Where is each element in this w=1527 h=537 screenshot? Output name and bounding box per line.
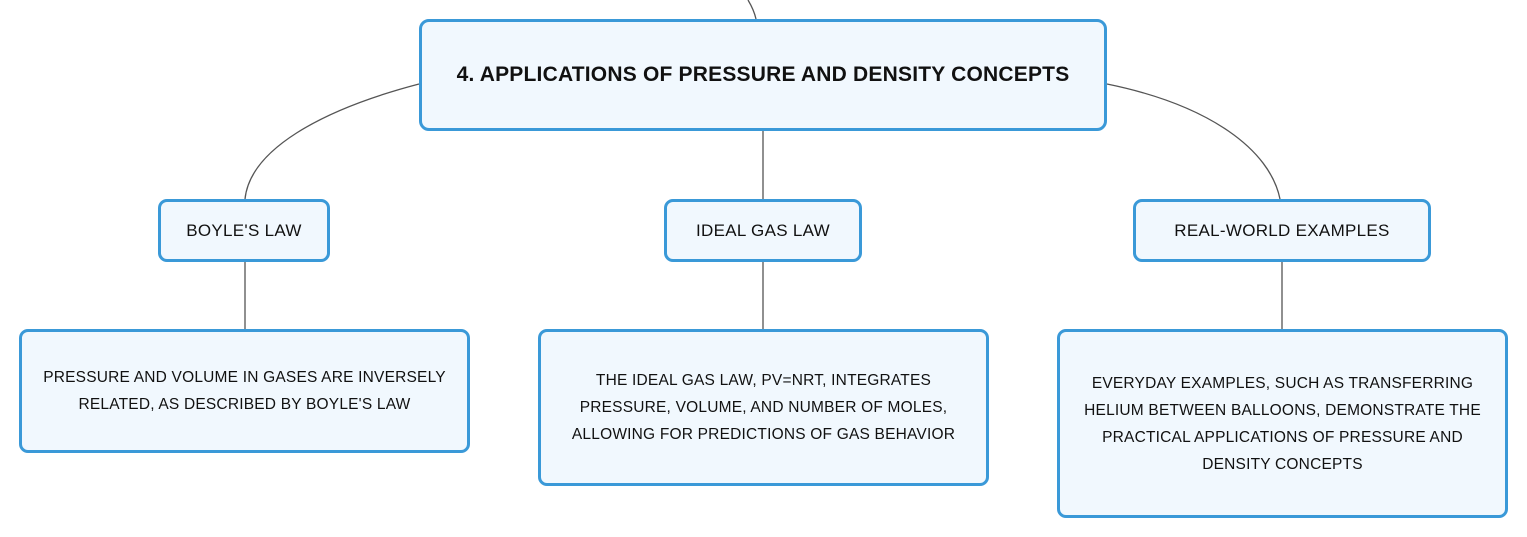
branch-node-label: BOYLE'S LAW bbox=[186, 220, 302, 240]
detail-node-text: EVERYDAY EXAMPLES, SUCH AS TRANSFERRING … bbox=[1084, 374, 1481, 473]
branch-node-real-world-examples[interactable]: REAL-WORLD EXAMPLES bbox=[1133, 199, 1431, 262]
detail-node-text: PRESSURE AND VOLUME IN GASES ARE INVERSE… bbox=[43, 369, 446, 413]
branch-node-label: IDEAL GAS LAW bbox=[696, 220, 830, 240]
root-node[interactable]: 4. APPLICATIONS OF PRESSURE AND DENSITY … bbox=[419, 19, 1107, 131]
branch-node-label: REAL-WORLD EXAMPLES bbox=[1174, 220, 1390, 240]
detail-node-real-world-examples[interactable]: EVERYDAY EXAMPLES, SUCH AS TRANSFERRING … bbox=[1057, 329, 1508, 518]
root-node-label: 4. APPLICATIONS OF PRESSURE AND DENSITY … bbox=[456, 63, 1070, 86]
connector-root-to-boyle bbox=[244, 83, 420, 200]
detail-node-text: THE IDEAL GAS LAW, PV=NRT, INTEGRATES PR… bbox=[571, 372, 956, 443]
detail-node-boyles-law[interactable]: PRESSURE AND VOLUME IN GASES ARE INVERSE… bbox=[19, 329, 470, 453]
detail-node-ideal-gas-law[interactable]: THE IDEAL GAS LAW, PV=NRT, INTEGRATES PR… bbox=[538, 329, 989, 486]
connector-root-to-real bbox=[1106, 83, 1281, 200]
branch-node-ideal-gas-law[interactable]: IDEAL GAS LAW bbox=[664, 199, 862, 262]
branch-node-boyles-law[interactable]: BOYLE'S LAW bbox=[158, 199, 330, 262]
connector-parent-to-root bbox=[747, 0, 757, 20]
